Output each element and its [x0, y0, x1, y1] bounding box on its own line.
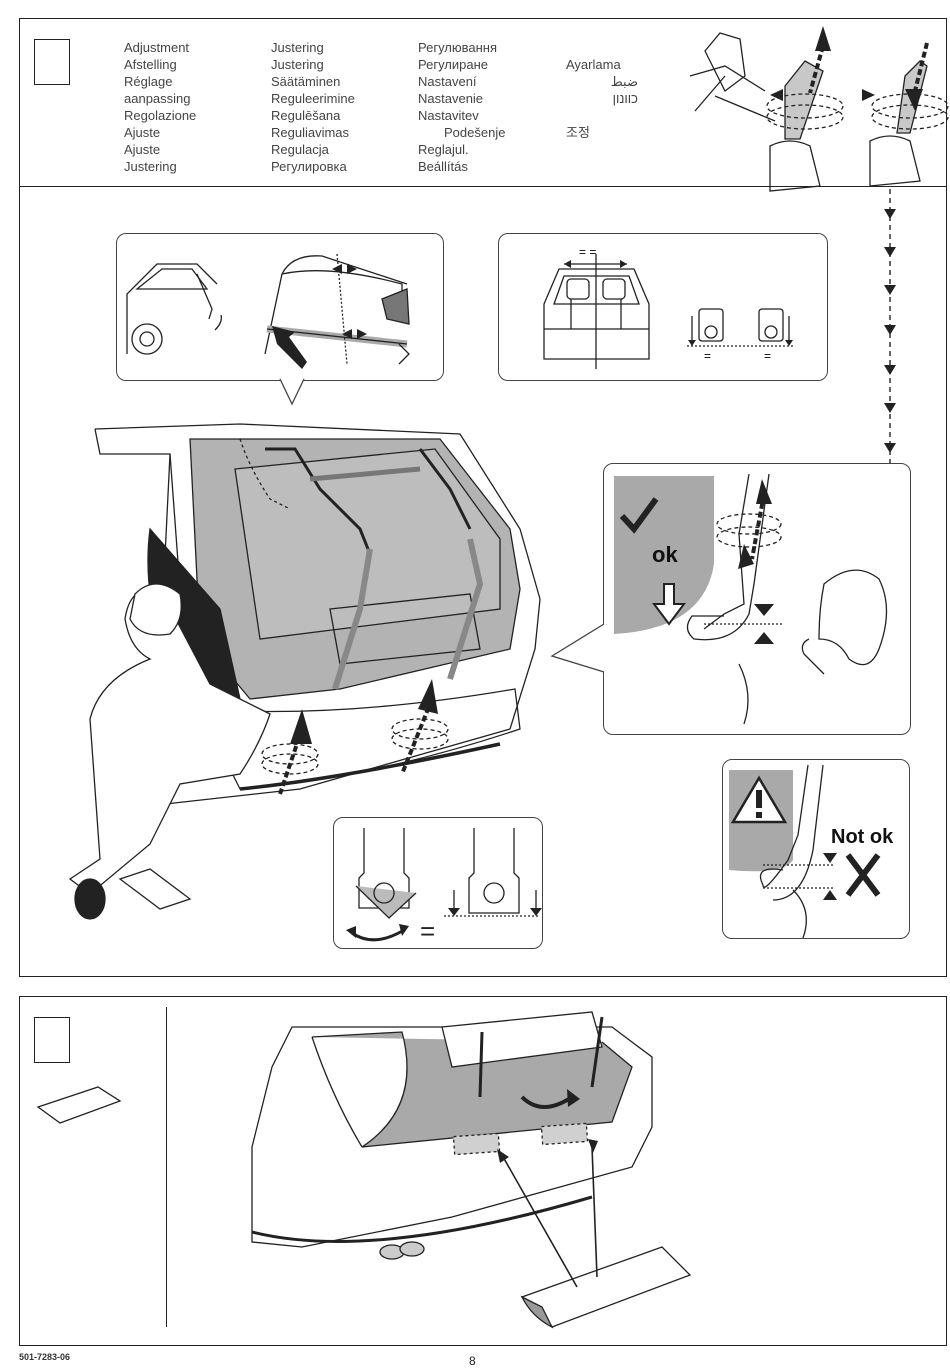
translation-text: Afstelling — [124, 57, 177, 72]
translations-column-2: Justering Justering Säätäminen Reguleeri… — [271, 39, 355, 175]
translation-text: Регулювання — [418, 40, 498, 55]
not-ok-label: Not ok — [831, 826, 894, 848]
translation-text: Regolazione — [124, 108, 197, 123]
ok-label: ok — [652, 542, 678, 567]
translation-text: Ajuste — [124, 142, 161, 157]
translation-text: Säätäminen — [271, 74, 341, 89]
translation-text: Регулировка — [271, 159, 347, 174]
translation-text: Ajuste — [124, 125, 161, 140]
callout-pointer-ok — [550, 623, 605, 673]
callout-hook-alignment-ok: ok — [603, 463, 911, 735]
translation-text: Adjustment — [124, 40, 190, 55]
callout-hatch-strap — [116, 233, 444, 381]
translations-column-4: Ayarlama ضبط כוונון 조정 — [566, 56, 638, 141]
svg-text:=: = — [764, 349, 771, 363]
translation-text: Reguliavimas — [271, 125, 350, 140]
bumper-film-illustration — [251, 1011, 692, 1329]
translation-text: Justering — [271, 57, 324, 72]
callout-centered-alignment: = = = = — [498, 233, 828, 381]
panel-divider — [166, 1007, 167, 1327]
translation-text: Réglage — [124, 74, 173, 89]
strap-adjust-illustration — [689, 26, 949, 192]
page-number: 8 — [469, 1354, 476, 1368]
document-code: 501-7283-06 — [19, 1352, 71, 1362]
step-number-box — [34, 39, 70, 85]
step-number-box — [34, 1017, 70, 1063]
svg-text:=: = — [704, 349, 711, 363]
translation-text: Reguleerimine — [271, 91, 355, 106]
translation-text: כוונון — [612, 91, 638, 106]
translation-text: ضبط — [610, 74, 638, 89]
dashed-sequence-arrow — [884, 189, 896, 474]
header-divider — [20, 186, 946, 187]
translation-text: Podešenje — [444, 125, 506, 140]
translation-text: Nastavenie — [418, 91, 484, 106]
translation-text: Ayarlama — [566, 57, 621, 72]
translation-text: 조정 — [566, 125, 590, 140]
translation-text: Nastavitev — [418, 108, 479, 123]
translation-text: aanpassing — [124, 91, 191, 106]
equal-sign: = — [420, 916, 436, 946]
translation-text: Reglajul. — [418, 142, 469, 157]
translation-text: Регулиране — [418, 57, 489, 72]
translation-text: Justering — [124, 159, 177, 174]
svg-text:= =: = = — [579, 245, 596, 259]
translations-column-1: Adjustment Afstelling Réglage aanpassing… — [124, 39, 196, 175]
translation-text: Beállítás — [418, 159, 468, 174]
callout-foot-rotate: = — [333, 817, 543, 949]
step-protective-film-panel — [19, 996, 947, 1346]
callout-hook-alignment-not-ok: Not ok — [722, 759, 910, 939]
translation-text: Justering — [271, 40, 324, 55]
step-adjustment-panel: Adjustment Afstelling Réglage aanpassing… — [19, 18, 949, 977]
translation-text: Regulacja — [271, 142, 329, 157]
main-rack-installation-illustration — [68, 423, 541, 920]
translation-text: Regulēšana — [271, 108, 341, 123]
callout-pointer — [279, 377, 305, 406]
protective-film-sheet-icon — [36, 1086, 122, 1124]
translation-text: Nastavení — [418, 74, 477, 89]
translations-column-3: Регулювання Регулиране Nastavení Nastave… — [418, 39, 505, 175]
